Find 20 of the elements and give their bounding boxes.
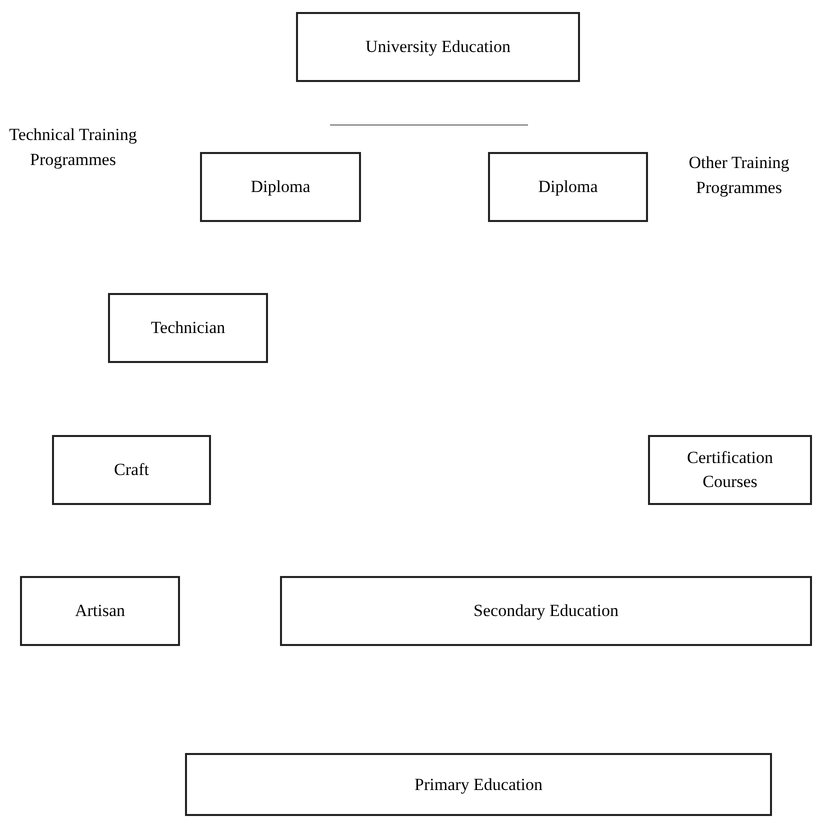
level-box: [280, 576, 812, 646]
box-label: Diploma: [250, 176, 310, 198]
programme-label: Technical Training Programmes: [8, 124, 138, 171]
level-box: [108, 293, 268, 363]
box-label: Primary Education: [414, 774, 542, 796]
level-box: [185, 753, 772, 816]
level-box: [200, 152, 361, 222]
box-label: Technician: [150, 317, 226, 339]
box-label: Diploma: [538, 176, 598, 198]
box-label: Craft: [114, 459, 149, 481]
level-box: [648, 435, 812, 505]
box-label: Artisan: [74, 600, 126, 622]
level-box: [52, 435, 211, 505]
level-box: [296, 12, 580, 82]
box-label: Certification Courses: [686, 447, 774, 493]
box-label: Secondary Education: [474, 600, 618, 622]
box-label: University Education: [366, 36, 510, 58]
level-box: [20, 576, 180, 646]
level-box: [488, 152, 648, 222]
programme-label: Other Training Programmes: [688, 152, 790, 199]
